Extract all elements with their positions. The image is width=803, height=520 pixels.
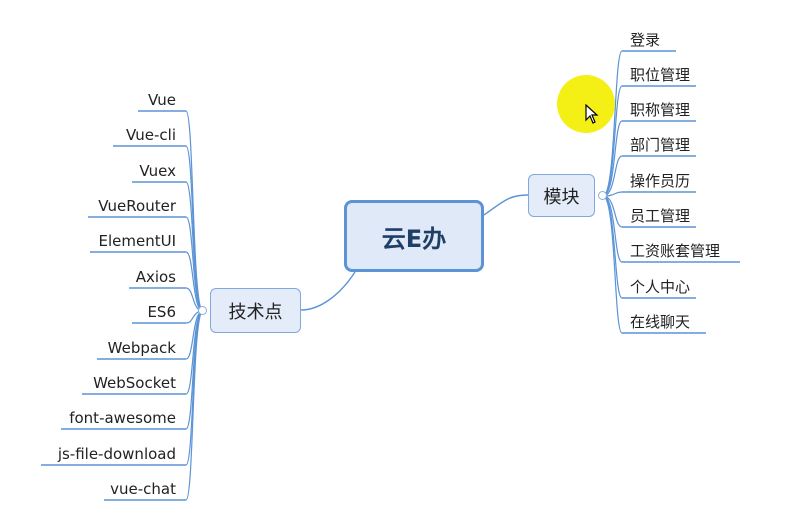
module-item[interactable]: 在线聊天 (630, 313, 691, 331)
module-item[interactable]: 工资账套管理 (630, 242, 721, 260)
cursor-highlight (557, 75, 615, 133)
center-topic[interactable]: 云E办 (344, 200, 484, 272)
tech-item[interactable]: Vue-cli (126, 126, 176, 144)
collapse-icon[interactable] (198, 306, 207, 315)
tech-item[interactable]: ElementUI (98, 232, 176, 250)
module-item[interactable]: 职称管理 (630, 101, 691, 119)
connector-line (300, 271, 356, 311)
module-item[interactable]: 员工管理 (630, 207, 691, 225)
tech-item[interactable]: Webpack (107, 339, 176, 357)
module-item[interactable]: 职位管理 (630, 66, 691, 84)
branch-tech-points[interactable]: 技术点 (210, 288, 301, 333)
connector-line (185, 310, 204, 501)
tech-item[interactable]: WebSocket (93, 374, 176, 392)
module-item[interactable]: 个人中心 (630, 278, 691, 296)
tech-item[interactable]: Axios (135, 268, 176, 286)
module-item[interactable]: 登录 (630, 31, 661, 49)
branch-module[interactable]: 模块 (528, 174, 595, 217)
connector-line (602, 85, 623, 197)
connector-line (602, 195, 623, 334)
tech-item[interactable]: font-awesome (69, 409, 176, 427)
tech-item[interactable]: vue-chat (110, 480, 176, 498)
tech-item[interactable]: ES6 (147, 303, 176, 321)
tech-item[interactable]: Vue (148, 91, 176, 109)
connector-line (602, 195, 623, 299)
tech-item[interactable]: VueRouter (98, 197, 176, 215)
cursor-icon (585, 104, 599, 124)
collapse-icon[interactable] (598, 191, 607, 200)
connector-line (483, 194, 529, 216)
connector-line (602, 195, 623, 263)
tech-item[interactable]: js-file-download (57, 445, 176, 463)
connector-line (602, 50, 623, 197)
tech-item[interactable]: Vuex (139, 162, 176, 180)
module-item[interactable]: 操作员历 (630, 172, 691, 190)
connector-line (602, 195, 623, 228)
connector-line (185, 181, 204, 312)
module-item[interactable]: 部门管理 (630, 136, 691, 154)
